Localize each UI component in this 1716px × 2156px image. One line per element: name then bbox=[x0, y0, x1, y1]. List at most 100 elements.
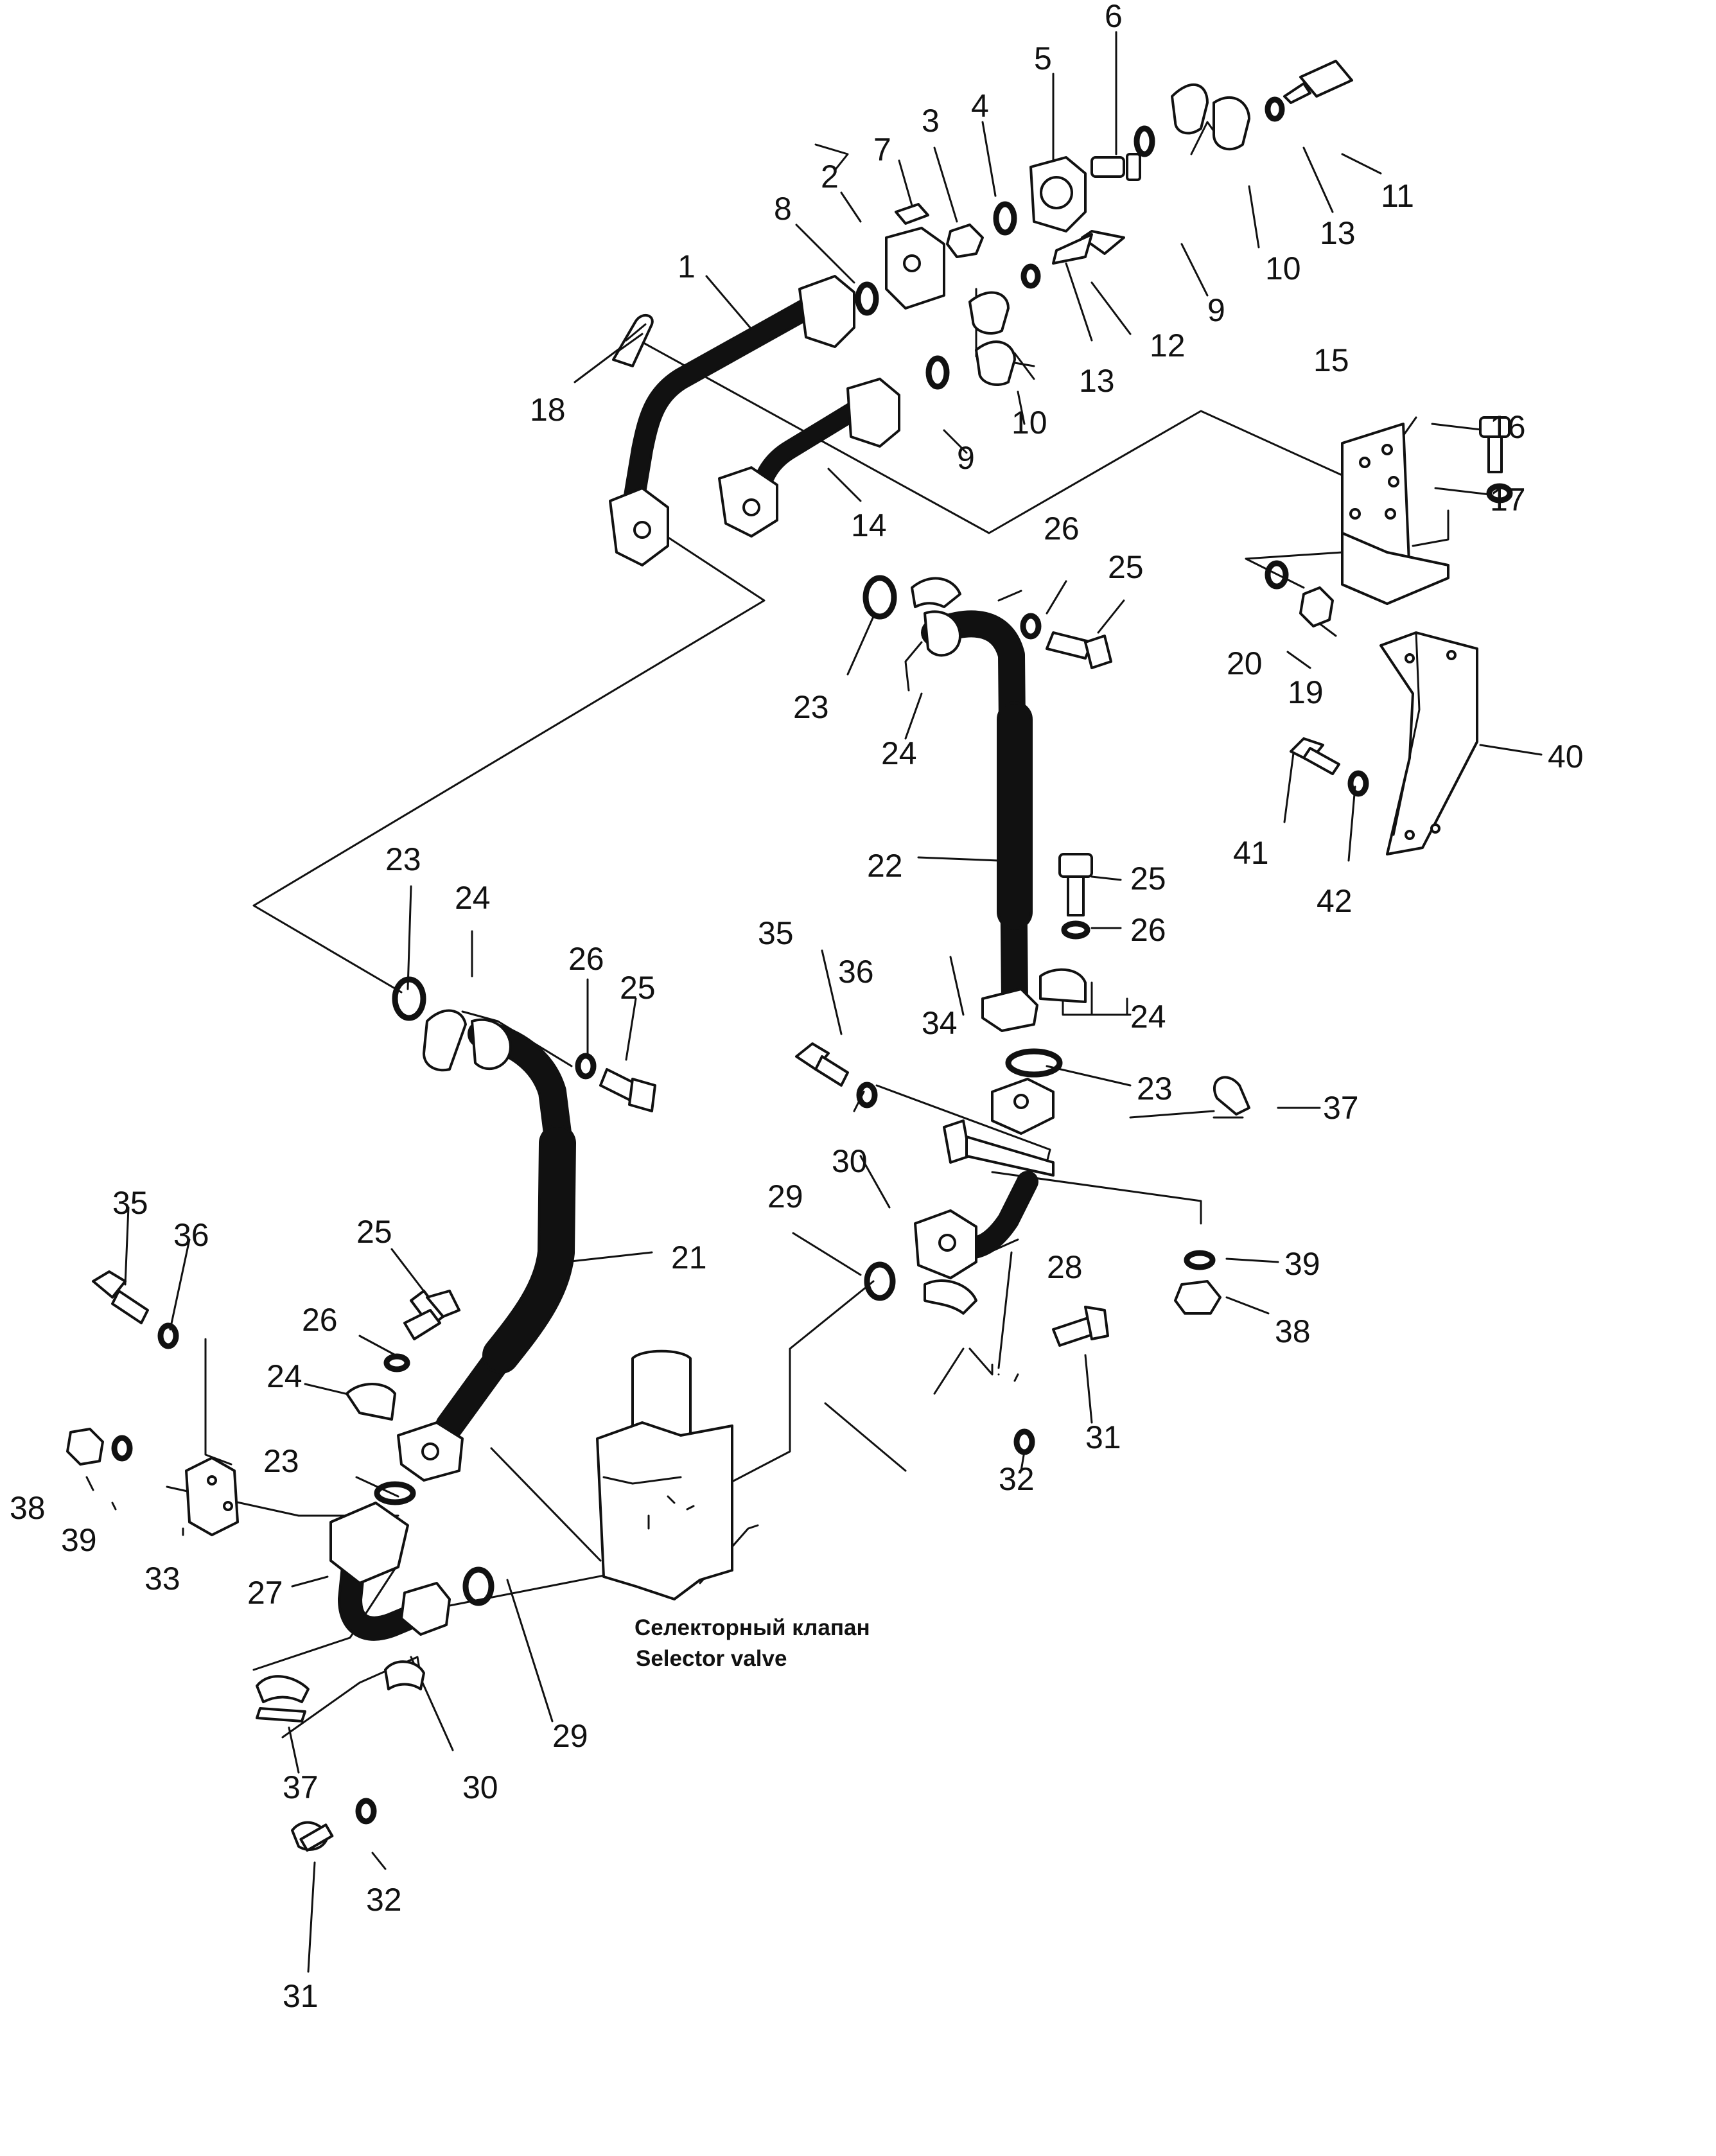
elbow-27 bbox=[329, 1502, 451, 1641]
callout-10: 10 bbox=[1011, 405, 1047, 441]
callout-13: 13 bbox=[1079, 363, 1115, 399]
u-bolt-37a bbox=[1213, 1076, 1250, 1119]
callout-41: 41 bbox=[1233, 835, 1269, 871]
caption-russian: Селекторный клапан bbox=[635, 1615, 870, 1640]
callout-37: 37 bbox=[1323, 1090, 1359, 1126]
half-flange-24d bbox=[346, 1383, 396, 1421]
bolt-35a bbox=[795, 1042, 849, 1087]
oring-29b bbox=[462, 1566, 495, 1606]
callout-34: 34 bbox=[922, 1005, 958, 1041]
half-flange-30b bbox=[384, 1660, 425, 1690]
callout-25: 25 bbox=[1108, 549, 1144, 585]
callout-23: 23 bbox=[385, 841, 421, 877]
bolt-31a bbox=[1052, 1306, 1109, 1347]
callout-19: 19 bbox=[1288, 674, 1324, 710]
bolt-41 bbox=[1290, 737, 1340, 775]
washer-39a bbox=[1184, 1250, 1216, 1270]
callout-39: 39 bbox=[61, 1522, 97, 1558]
callout-36: 36 bbox=[173, 1217, 209, 1253]
callout-35: 35 bbox=[758, 915, 794, 951]
callout-38: 38 bbox=[10, 1490, 46, 1526]
bolt-25c bbox=[599, 1068, 656, 1112]
block-34 bbox=[943, 1078, 1055, 1177]
oring-23c bbox=[392, 976, 426, 1021]
callout-5: 5 bbox=[1034, 40, 1052, 76]
callout-24: 24 bbox=[881, 735, 917, 771]
callout-7: 7 bbox=[873, 132, 891, 168]
callout-18: 18 bbox=[530, 392, 566, 428]
washer-36b bbox=[157, 1322, 179, 1349]
washer-42 bbox=[1347, 770, 1369, 797]
washer-26b bbox=[1061, 920, 1090, 940]
bracket-15 bbox=[1341, 423, 1449, 605]
oring-23b bbox=[1005, 1048, 1063, 1078]
washer-26a bbox=[1020, 613, 1042, 640]
bolt-25a bbox=[1046, 631, 1112, 669]
bolt-31b bbox=[291, 1821, 334, 1852]
half-flange-24a bbox=[911, 577, 961, 608]
callout-17: 17 bbox=[1490, 482, 1526, 518]
callout-30: 30 bbox=[832, 1143, 868, 1179]
callout-33: 33 bbox=[144, 1561, 180, 1597]
half-flange-24b bbox=[1039, 968, 1087, 1003]
pipe-14 bbox=[718, 378, 900, 538]
nut-19 bbox=[1299, 586, 1334, 627]
nut-38b bbox=[66, 1428, 104, 1466]
callout-38: 38 bbox=[1275, 1313, 1311, 1349]
callout-26: 26 bbox=[1130, 912, 1166, 948]
callout-6: 6 bbox=[1105, 0, 1123, 34]
callout-15: 15 bbox=[1313, 342, 1349, 378]
half-flange-30a bbox=[924, 1279, 977, 1315]
bracket-40 bbox=[1379, 631, 1478, 855]
pipe-22 bbox=[921, 610, 1038, 1032]
callout-30: 30 bbox=[462, 1769, 498, 1805]
washer-20 bbox=[1265, 560, 1289, 590]
callout-22: 22 bbox=[867, 848, 903, 884]
washer-32b bbox=[355, 1798, 377, 1825]
callout-9: 9 bbox=[957, 440, 975, 476]
callout-20: 20 bbox=[1227, 645, 1263, 681]
u-bolt-37b bbox=[256, 1675, 310, 1722]
assembly-lines bbox=[166, 121, 1449, 1739]
callout-35: 35 bbox=[112, 1185, 148, 1221]
washer-36a bbox=[856, 1082, 878, 1109]
callout-25: 25 bbox=[620, 970, 656, 1006]
callout-32: 32 bbox=[366, 1882, 402, 1918]
callout-26: 26 bbox=[302, 1302, 338, 1338]
u-bolt-18 bbox=[612, 314, 654, 367]
callout-37: 37 bbox=[283, 1769, 319, 1805]
caption-english: Selector valve bbox=[636, 1646, 787, 1671]
callout-39: 39 bbox=[1284, 1246, 1320, 1282]
callout-28: 28 bbox=[1047, 1249, 1083, 1285]
callout-12: 12 bbox=[1150, 328, 1186, 364]
callout-9: 9 bbox=[1207, 292, 1225, 328]
oring-23a bbox=[862, 575, 897, 620]
callout-25: 25 bbox=[1130, 861, 1166, 897]
callout-27: 27 bbox=[247, 1575, 283, 1611]
callout-24: 24 bbox=[267, 1358, 302, 1394]
selector-valve-body bbox=[596, 1349, 733, 1600]
bolt-25d bbox=[403, 1290, 460, 1340]
callout-29: 29 bbox=[767, 1179, 803, 1214]
pipe-21 bbox=[397, 1018, 576, 1482]
upper-flange-parts bbox=[855, 60, 1353, 390]
washer-39b bbox=[111, 1435, 133, 1462]
nut-38a bbox=[1174, 1280, 1221, 1315]
half-flange-24c bbox=[423, 1009, 467, 1072]
callout-26: 26 bbox=[1044, 511, 1080, 547]
washer-26c bbox=[575, 1053, 597, 1080]
callout-10: 10 bbox=[1265, 250, 1301, 286]
callout-23: 23 bbox=[1137, 1071, 1173, 1107]
callout-32: 32 bbox=[999, 1461, 1035, 1497]
pipe-28 bbox=[914, 1171, 1038, 1279]
callout-23: 23 bbox=[263, 1443, 299, 1479]
callout-21: 21 bbox=[671, 1240, 707, 1275]
washer-26d bbox=[383, 1353, 410, 1372]
callout-16: 16 bbox=[1490, 409, 1526, 445]
callout-numbers: 6 5 4 3 7 2 8 1 11 13 10 9 12 13 10 9 18… bbox=[10, 0, 1584, 2014]
callout-24: 24 bbox=[1130, 999, 1166, 1035]
oring-29a bbox=[864, 1261, 896, 1301]
callout-3: 3 bbox=[922, 103, 940, 139]
callout-36: 36 bbox=[838, 954, 874, 990]
